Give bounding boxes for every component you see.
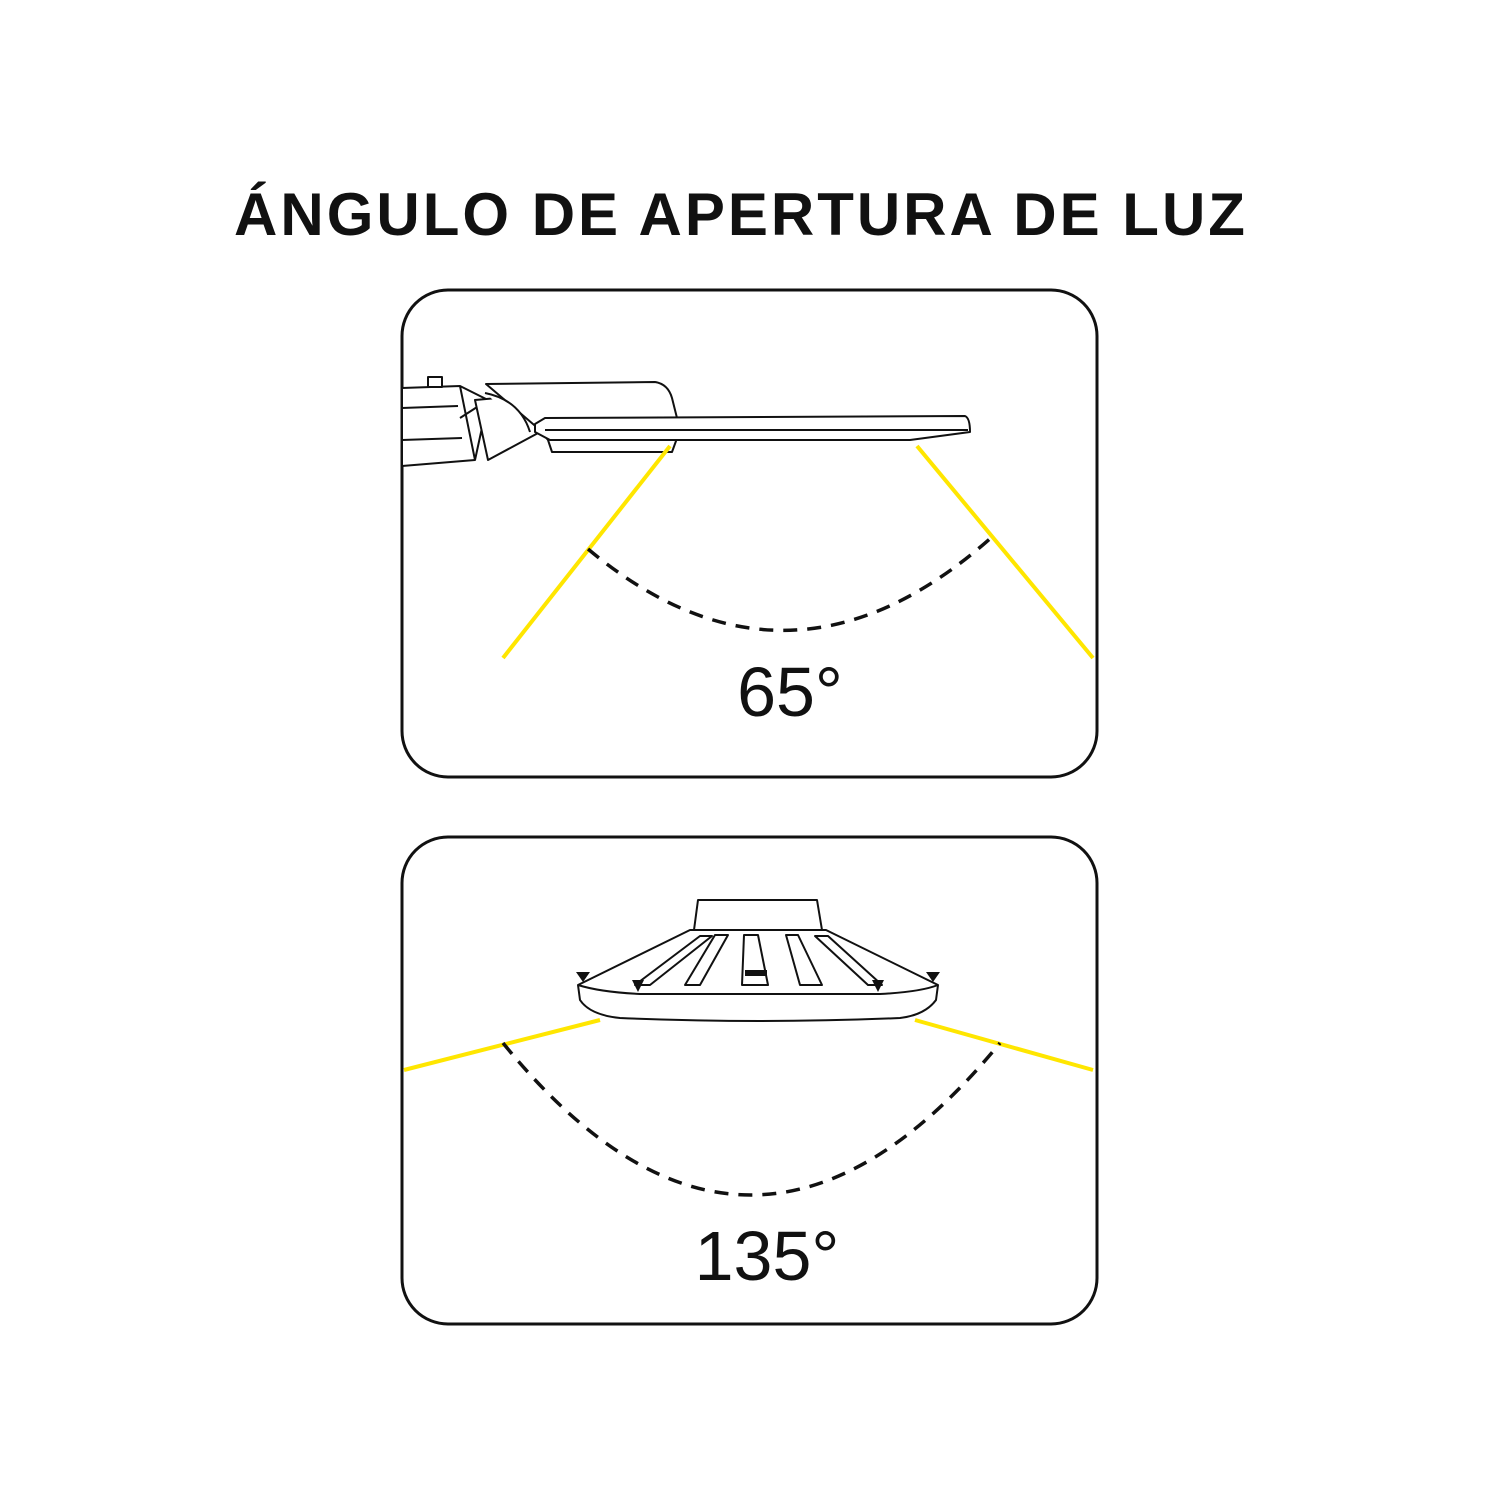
beam-left-line xyxy=(501,444,672,660)
panel-front-view: 135° xyxy=(400,835,1099,1326)
angle-label: 135° xyxy=(695,1217,840,1295)
angle-arc xyxy=(586,534,995,633)
side-view-lamp-icon xyxy=(401,376,971,467)
front-view-lamp-icon xyxy=(576,899,940,1022)
page-title: ÁNGULO DE APERTURA DE LUZ xyxy=(234,181,1248,248)
panel-side-view: 65° xyxy=(400,288,1099,779)
beam-right-line xyxy=(914,1018,1094,1072)
angle-arc xyxy=(501,1041,1002,1197)
panel-frame xyxy=(400,835,1099,1326)
angle-label: 65° xyxy=(737,653,843,731)
panel-frame xyxy=(400,288,1099,779)
beam-left-line xyxy=(403,1018,601,1072)
beam-right-line xyxy=(915,444,1095,660)
